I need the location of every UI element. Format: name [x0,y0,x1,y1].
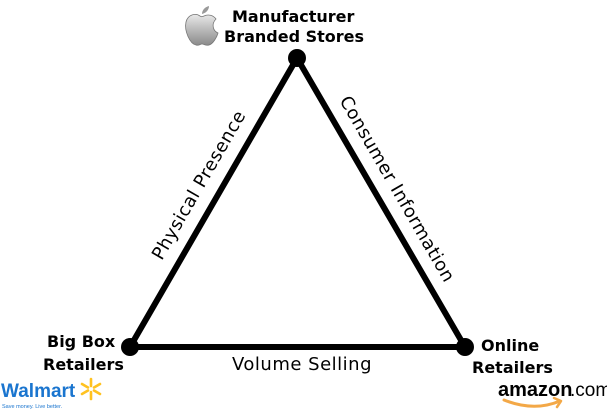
node-top-label-line1: Manufacturer [232,7,355,26]
node-left-label-line1: Big Box [47,332,116,351]
triangle-edges [127,55,468,350]
vertex-right [456,338,474,356]
amazon-smile-icon [502,396,563,409]
node-left-label-line2: Retailers [43,355,124,374]
edge-right-label: Consumer Information [335,92,459,286]
vertex-left [121,338,139,356]
amazon-logo: amazon .com [498,379,607,409]
node-right-label-line1: Online [481,336,539,355]
edge-left-label: Physical Presence [148,107,251,264]
walmart-tagline: Save money. Live better. [2,404,63,410]
walmart-logo: Walmart Save money. Live better. [1,377,102,410]
walmart-spark-icon [80,377,102,401]
apple-logo-icon [185,6,219,46]
walmart-wordmark: Walmart [1,381,76,402]
amazon-dotcom: .com [570,380,607,401]
edge-left-line [127,55,300,350]
node-top-label-line2: Branded Stores [224,27,364,46]
edge-bottom-label: Volume Selling [232,354,372,375]
vertex-top [288,49,306,67]
amazon-wordmark: amazon [498,379,572,401]
edge-right-line [294,55,468,350]
node-right-label-line2: Retailers [472,358,553,377]
